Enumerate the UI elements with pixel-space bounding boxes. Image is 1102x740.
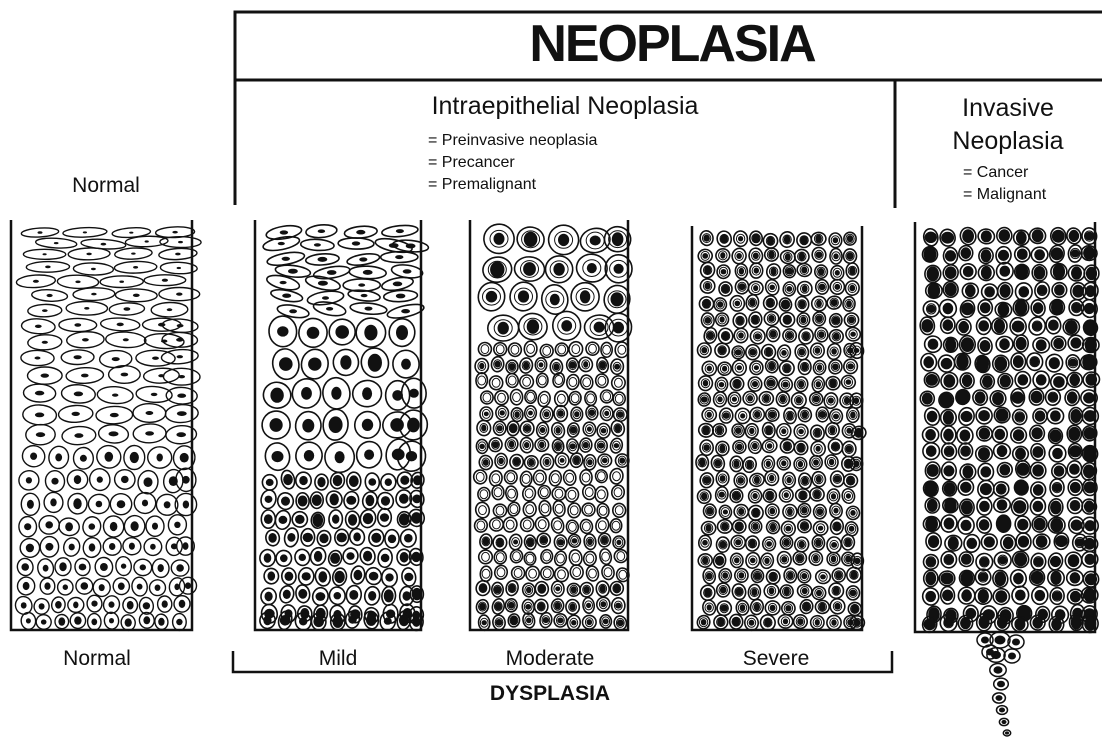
cells-normal <box>14 226 201 632</box>
dysplasia-label: DYSPLASIA <box>490 682 610 706</box>
synonym-premalignant: = Premalignant <box>428 174 597 196</box>
cells-mild <box>259 224 429 632</box>
label-mild: Mild <box>319 647 358 671</box>
panel-mild <box>255 220 429 631</box>
invasive-synonyms: = Cancer = Malignant <box>963 162 1046 206</box>
panel-severe <box>692 226 867 632</box>
label-moderate: Moderate <box>506 647 595 671</box>
synonym-cancer: = Cancer <box>963 162 1046 184</box>
epithelium-panels <box>11 220 1101 634</box>
cells-severe <box>696 230 867 632</box>
invasive-tail <box>977 632 1024 736</box>
synonym-precancer: = Precancer <box>428 152 597 174</box>
synonym-preinvasive: = Preinvasive neoplasia <box>428 130 597 152</box>
normal-heading: Normal <box>72 174 140 198</box>
cells-invasive <box>919 226 1101 634</box>
panel-moderate <box>470 220 633 631</box>
intraepithelial-neoplasia-title: Intraepithelial Neoplasia <box>432 92 699 121</box>
intraepithelial-synonyms: = Preinvasive neoplasia = Precancer = Pr… <box>428 130 597 196</box>
cells-moderate <box>473 222 633 631</box>
neoplasia-title: NEOPLASIA <box>529 14 814 74</box>
invasive-title-line2: Neoplasia <box>952 127 1063 156</box>
label-normal: Normal <box>63 647 131 671</box>
label-severe: Severe <box>743 647 810 671</box>
invasive-title-line1: Invasive <box>962 94 1054 123</box>
panel-border-invasive <box>915 222 1095 632</box>
panel-invasive <box>915 222 1101 634</box>
synonym-malignant: = Malignant <box>963 184 1046 206</box>
panel-normal <box>11 220 201 632</box>
